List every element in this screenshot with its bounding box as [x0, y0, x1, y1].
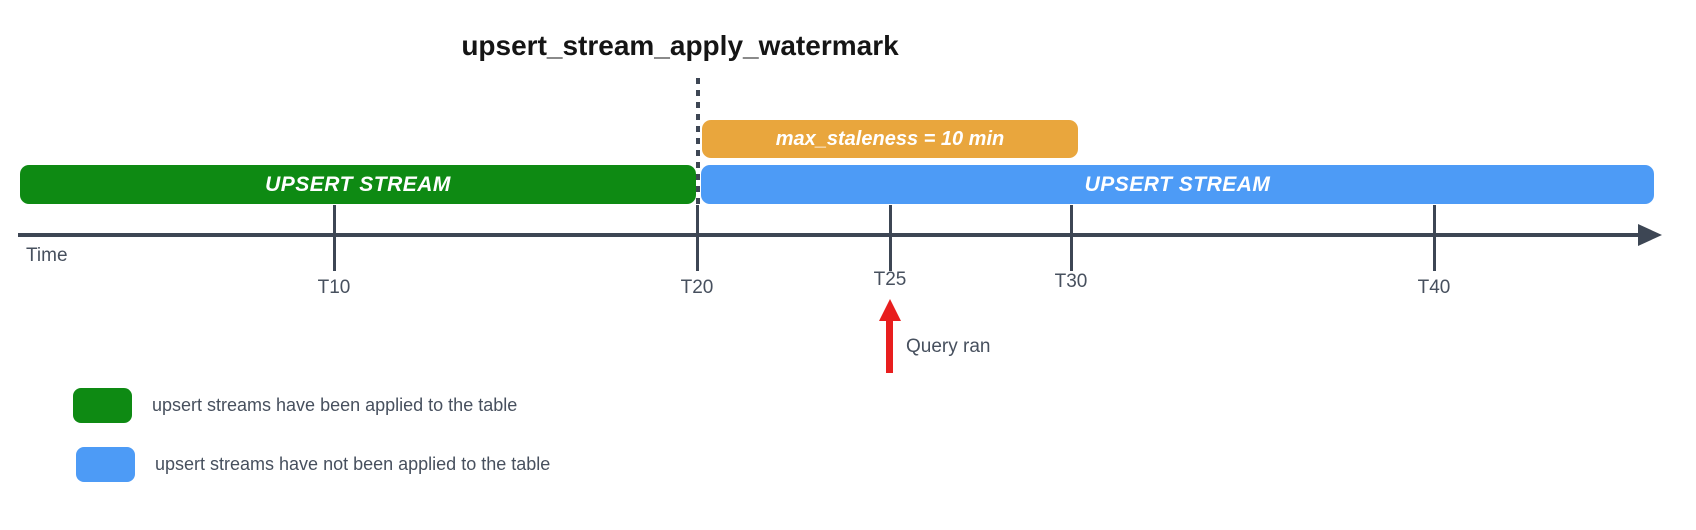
upsert-stream-unapplied-bar: UPSERT STREAM — [701, 165, 1654, 204]
max-staleness-bar: max_staleness = 10 min — [702, 120, 1078, 158]
time-axis-line — [18, 233, 1642, 237]
tick-label-t40: T40 — [1417, 277, 1451, 298]
tick-label-t20: T20 — [680, 277, 714, 298]
tick-t20 — [696, 205, 699, 271]
legend-text-not-applied: upsert streams have not been applied to … — [155, 454, 551, 474]
query-ran-label: Query ran — [906, 336, 991, 357]
tick-label-t25: T25 — [873, 269, 907, 290]
upsert-stream-unapplied-label: UPSERT STREAM — [1084, 172, 1271, 196]
upsert-stream-applied-bar: UPSERT STREAM — [20, 165, 696, 204]
query-ran-arrow-shaft — [886, 319, 893, 373]
watermark-dashed-line — [696, 78, 700, 205]
legend-item-not-applied: upsert streams have not been applied to … — [76, 447, 550, 482]
legend-swatch-blue — [76, 447, 135, 482]
legend-text-applied: upsert streams have been applied to the … — [152, 395, 518, 415]
diagram-title: upsert_stream_apply_watermark — [461, 30, 899, 61]
legend-swatch-green — [73, 388, 132, 423]
upsert-stream-applied-label: UPSERT STREAM — [265, 172, 451, 196]
query-ran-arrow-icon — [879, 299, 901, 321]
legend-item-applied: upsert streams have been applied to the … — [73, 388, 517, 423]
tick-label-t10: T10 — [317, 277, 351, 298]
tick-label-t30: T30 — [1054, 271, 1088, 292]
tick-t30 — [1070, 205, 1073, 271]
tick-t40 — [1433, 205, 1436, 271]
tick-t25 — [889, 205, 892, 271]
tick-t10 — [333, 205, 336, 271]
max-staleness-label: max_staleness = 10 min — [775, 127, 1005, 150]
time-axis-label: Time — [26, 245, 68, 266]
time-axis-arrowhead-icon — [1638, 224, 1662, 246]
